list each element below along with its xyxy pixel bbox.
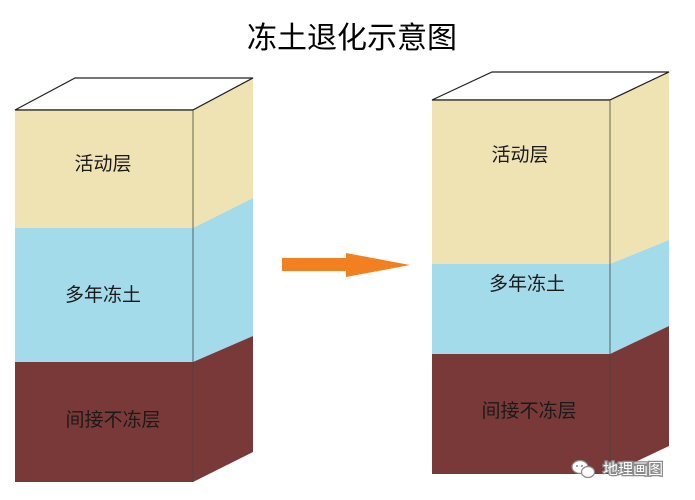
watermark-text: 地理画图 — [603, 460, 663, 478]
before-permafrost-front — [15, 228, 193, 362]
after-talik-front — [432, 354, 610, 474]
column-after: 活动层 多年冻土 间接不冻层 — [431, 71, 670, 474]
right-arrow-icon — [282, 253, 410, 277]
after-active-layer-side — [610, 72, 669, 264]
watermark: 地理画图 地理画图 — [571, 459, 664, 479]
after-permafrost-label: 多年冻土 — [489, 273, 565, 295]
before-talik-label: 间接不冻层 — [65, 409, 160, 431]
after-permafrost-front — [432, 264, 610, 354]
after-active-layer-front — [432, 100, 610, 264]
before-permafrost-side — [193, 198, 253, 362]
watermark-text-shadow: 地理画图 — [603, 460, 663, 478]
before-talik-front — [15, 362, 193, 482]
before-permafrost-label: 多年冻土 — [65, 284, 141, 306]
after-talik-label: 间接不冻层 — [481, 400, 576, 422]
before-talik-side — [193, 336, 253, 482]
before-active-layer-side — [193, 78, 253, 228]
before-active-layer-label: 活动层 — [74, 153, 131, 175]
after-active-layer-label: 活动层 — [491, 144, 548, 166]
wechat-icon — [571, 459, 596, 479]
before-active-layer-front — [15, 110, 193, 228]
after-talik-side — [610, 326, 669, 474]
diagram-title: 冻土退化示意图 — [247, 21, 457, 56]
column-before: 活动层 多年冻土 间接不冻层 — [14, 77, 254, 482]
after-permafrost-side — [610, 240, 669, 354]
